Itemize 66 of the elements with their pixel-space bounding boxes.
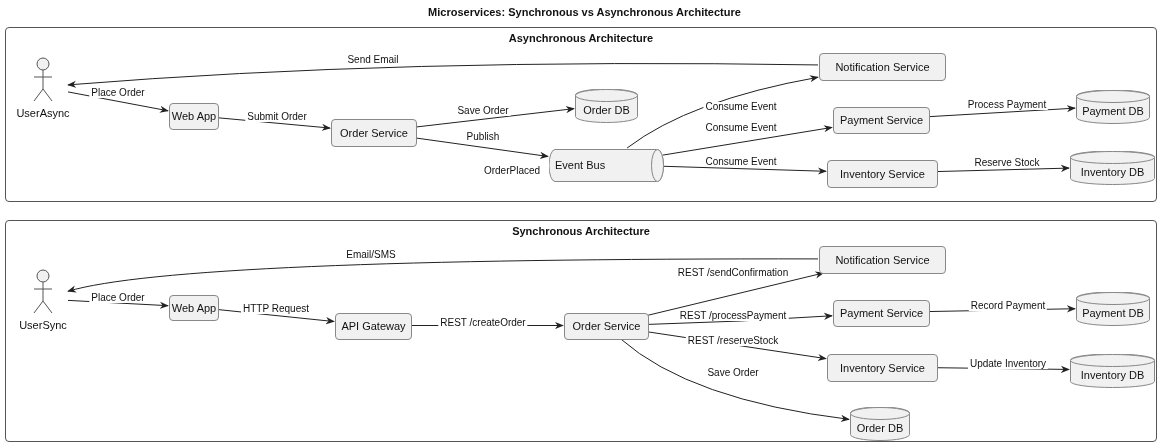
arrow [415, 137, 549, 159]
arrow [620, 338, 850, 422]
node-label: Order Service [572, 319, 641, 335]
node-label: Notification Service [835, 252, 930, 268]
node-label: Inventory Service [840, 166, 925, 182]
group-title: Synchronous Architecture [512, 224, 650, 239]
service-box [827, 354, 938, 382]
arrow [936, 164, 1070, 173]
node-label: Payment Service [839, 113, 924, 129]
edge-label: Reserve Stock [972, 158, 1042, 168]
service-box [827, 160, 938, 188]
edge-label: Publish [464, 132, 502, 142]
edge-label: Process Payment [965, 100, 1049, 110]
node-label: Web App [171, 109, 217, 125]
service-box [335, 313, 412, 340]
edge-label: HTTP Request [241, 304, 311, 314]
edge-label: REST /processPayment [677, 311, 789, 321]
node-label: API Gateway [341, 319, 406, 335]
service-box [833, 300, 930, 327]
edge-label: Consume Event [703, 102, 779, 112]
node-label: Notification Service [835, 59, 930, 75]
edge-label: Submit Order [245, 112, 309, 122]
actor-label: UserAsync [16, 108, 70, 119]
edge-label: REST /createOrder [438, 318, 528, 328]
diagram-title: Microservices: Synchronous vs Asynchronous Architecture [428, 5, 741, 20]
arrow [662, 165, 827, 175]
arrow [67, 91, 169, 113]
edge-label: Place Order [89, 293, 147, 303]
node-label: Inventory DB [1080, 164, 1145, 180]
service-box [819, 246, 946, 274]
node-label: Event Bus [555, 158, 606, 174]
arrow [67, 63, 819, 88]
edge-label: Record Payment [968, 301, 1048, 311]
edge-label: Send Email [345, 55, 401, 65]
arrow [928, 105, 1076, 118]
node-label: Payment DB [1082, 103, 1144, 119]
node-label: Order DB [856, 420, 904, 436]
message-label: OrderPlaced [481, 166, 543, 176]
actor-label: UserSync [19, 320, 67, 331]
service-box [819, 53, 946, 81]
edge-label: Save Order [455, 106, 511, 116]
edge-label: Save Order [705, 368, 761, 378]
edge-label: Consume Event [703, 123, 779, 133]
service-box [331, 119, 417, 147]
arrow [67, 258, 819, 293]
arrow [626, 75, 819, 149]
arrow [662, 125, 833, 156]
service-box [169, 103, 219, 130]
edge-label: REST /reserveStock [685, 336, 781, 346]
node-label: Web App [171, 300, 217, 316]
node-label: Payment DB [1082, 305, 1144, 321]
edge-label: Consume Event [703, 157, 779, 167]
node-label: Order DB [583, 102, 630, 118]
service-box [833, 107, 930, 134]
service-box [564, 313, 649, 340]
edge-label: Place Order [89, 88, 147, 98]
group-title: Asynchronous Architecture [508, 31, 654, 46]
node-label: Inventory Service [840, 360, 925, 376]
edge-label: REST /sendConfirmation [675, 268, 791, 278]
node-label: Payment Service [839, 306, 924, 322]
edge-label: Update Inventory [967, 359, 1049, 369]
node-label: Order Service [340, 125, 408, 141]
service-box [169, 295, 219, 321]
node-label: Inventory DB [1080, 367, 1145, 383]
edge-label: Email/SMS [344, 250, 398, 260]
arrow [415, 106, 575, 128]
